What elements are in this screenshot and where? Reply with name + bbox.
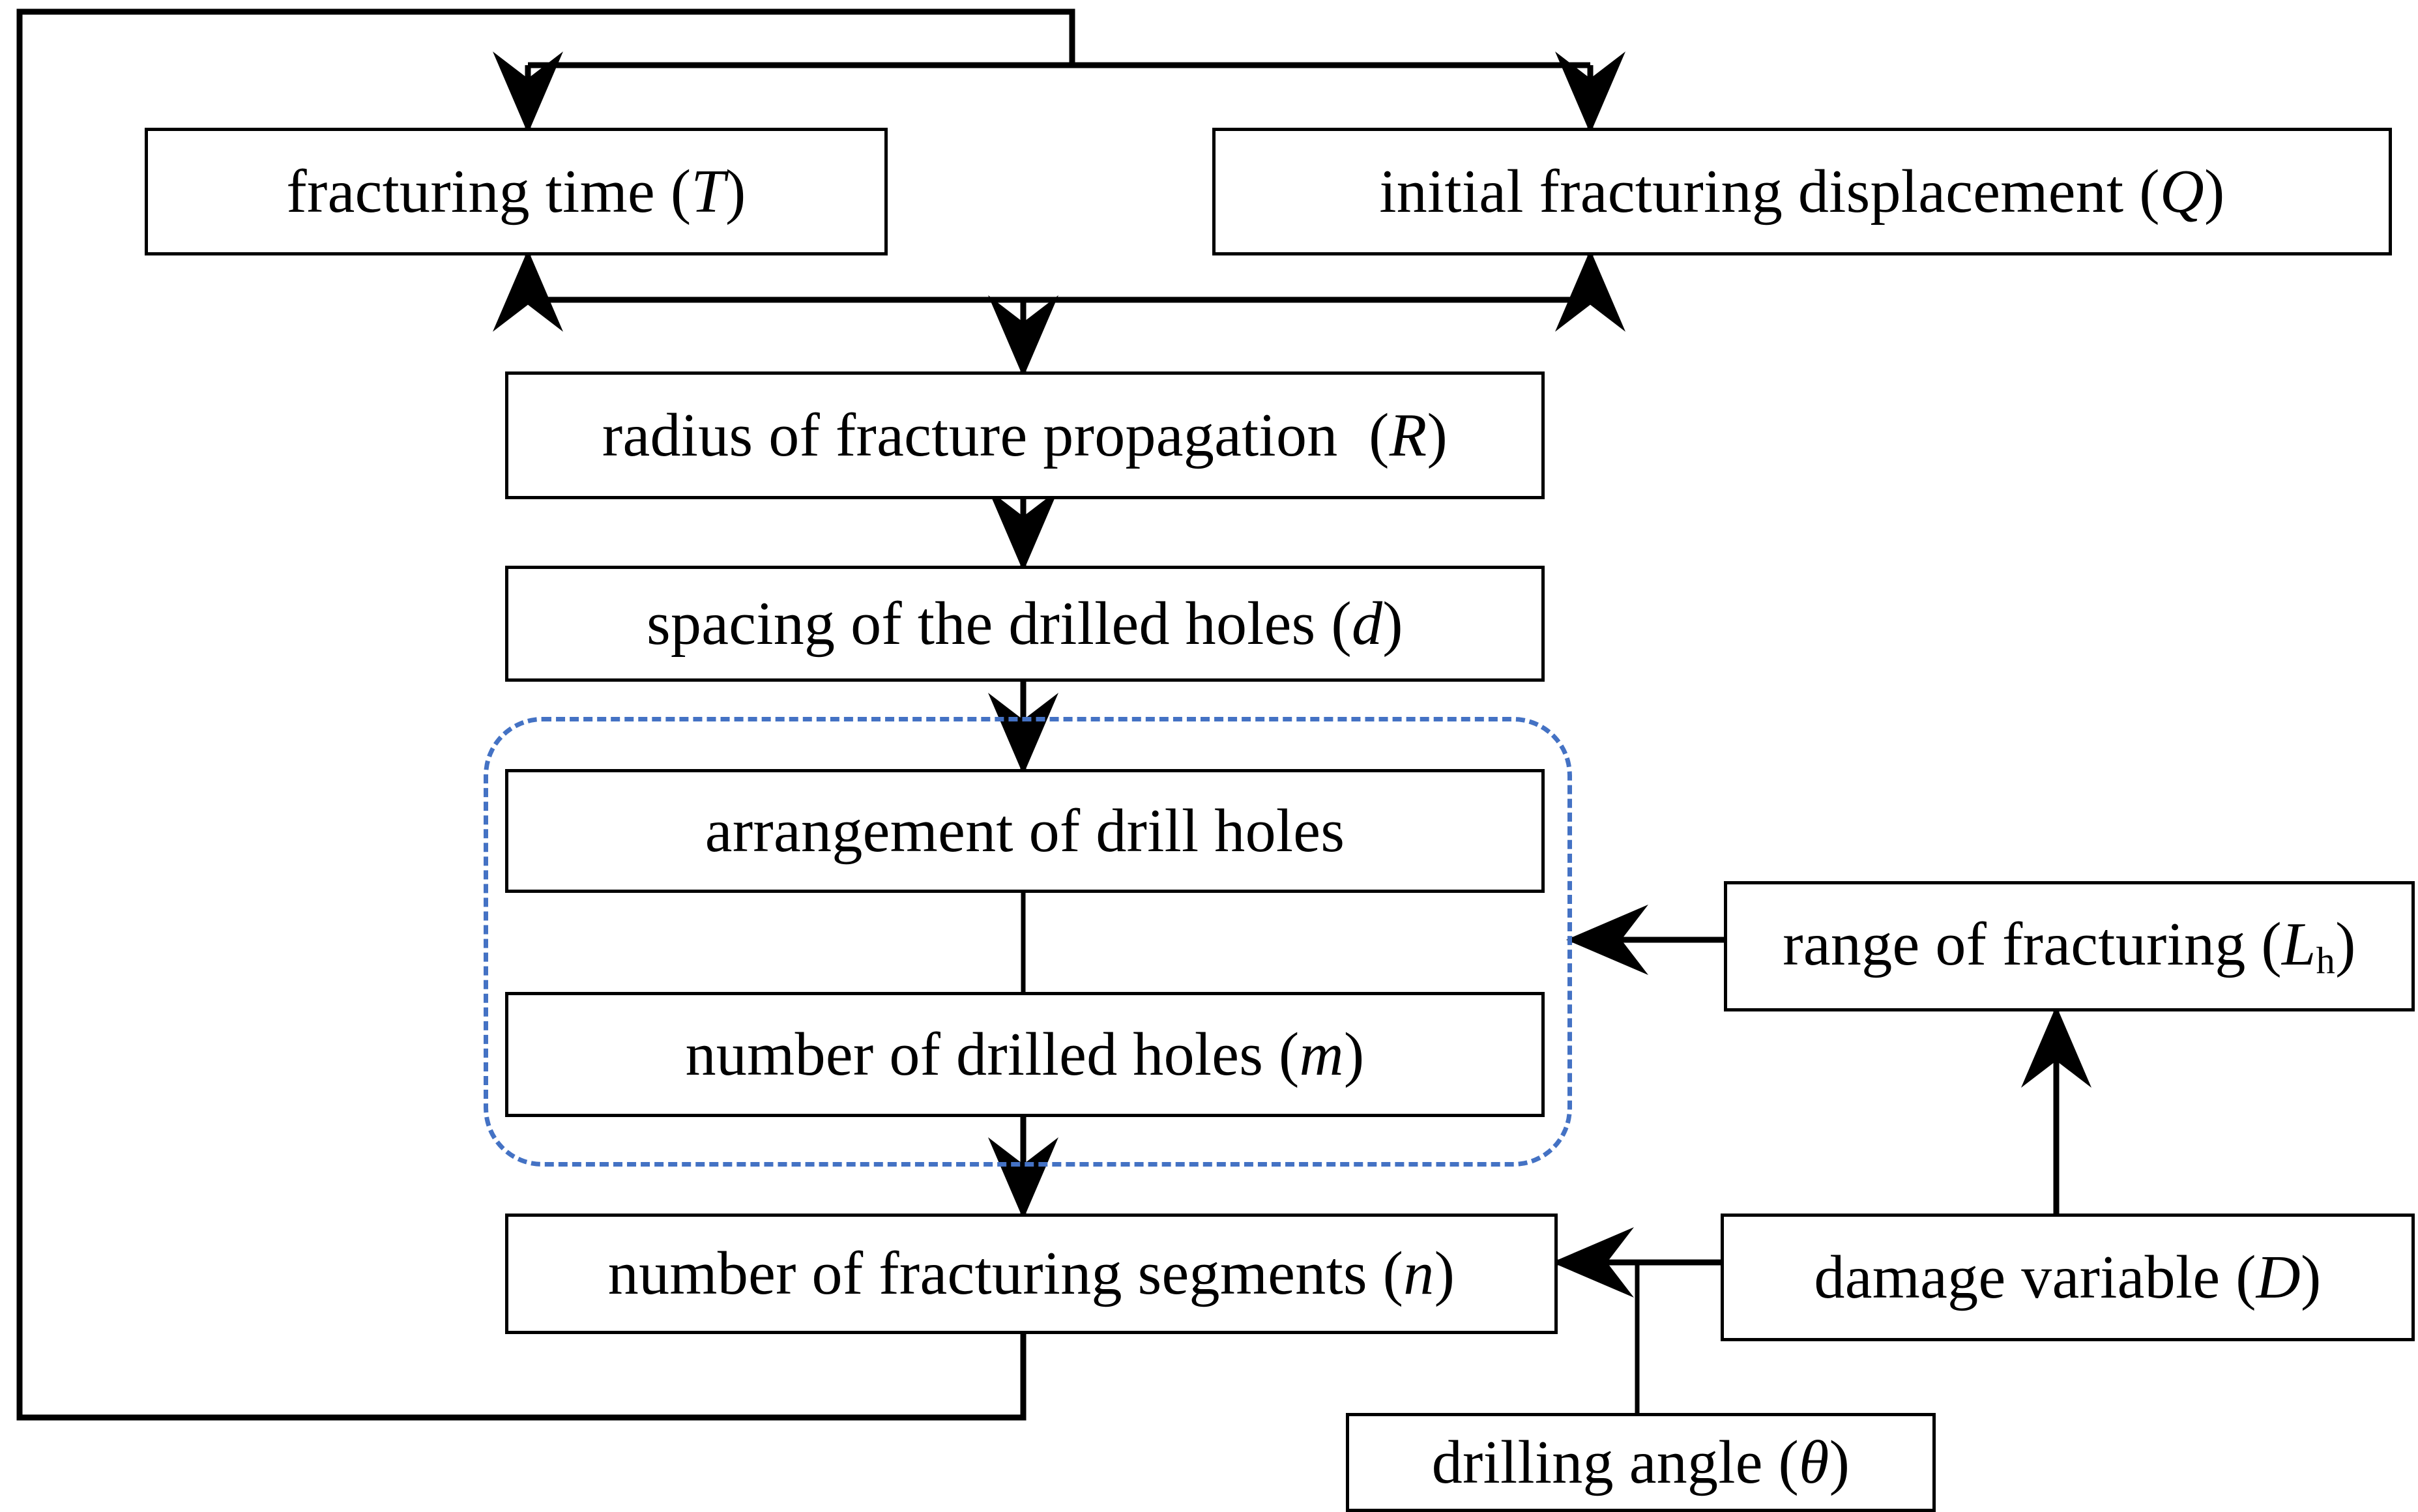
node-fracturing-time-label: fracturing time (T) bbox=[286, 157, 746, 225]
node-initial-fracturing-displacement-label: initial fracturing displacement (Q) bbox=[1379, 157, 2225, 225]
node-number-of-fracturing-segments-label: number of fracturing segments (n) bbox=[607, 1240, 1455, 1308]
node-arrangement-of-drill-holes[interactable]: arrangement of drill holes bbox=[505, 769, 1545, 893]
node-radius-of-fracture-propagation[interactable]: radius of fracture propagation (R) bbox=[505, 371, 1545, 499]
node-initial-fracturing-displacement[interactable]: initial fracturing displacement (Q) bbox=[1212, 128, 2392, 255]
node-range-of-fracturing-label: range of fracturing (Lh) bbox=[1783, 910, 2356, 981]
drill-hole-design-group bbox=[484, 717, 1572, 1167]
node-arrangement-of-drill-holes-label: arrangement of drill holes bbox=[705, 796, 1345, 865]
node-drilling-angle-label: drilling angle (θ) bbox=[1431, 1428, 1850, 1496]
node-damage-variable[interactable]: damage variable (D) bbox=[1721, 1214, 2415, 1341]
node-damage-variable-label: damage variable (D) bbox=[1814, 1243, 2322, 1311]
node-radius-of-fracture-propagation-label: radius of fracture propagation (R) bbox=[602, 401, 1448, 469]
node-number-of-drilled-holes[interactable]: number of drilled holes (m) bbox=[505, 992, 1545, 1117]
node-range-of-fracturing[interactable]: range of fracturing (Lh) bbox=[1724, 881, 2415, 1011]
node-drilling-angle[interactable]: drilling angle (θ) bbox=[1346, 1413, 1936, 1512]
node-fracturing-time[interactable]: fracturing time (T) bbox=[145, 128, 888, 255]
node-number-of-drilled-holes-label: number of drilled holes (m) bbox=[685, 1020, 1365, 1088]
node-spacing-of-drilled-holes[interactable]: spacing of the drilled holes (d) bbox=[505, 566, 1545, 682]
node-number-of-fracturing-segments[interactable]: number of fracturing segments (n) bbox=[505, 1214, 1558, 1334]
node-spacing-of-drilled-holes-label: spacing of the drilled holes (d) bbox=[647, 589, 1403, 658]
